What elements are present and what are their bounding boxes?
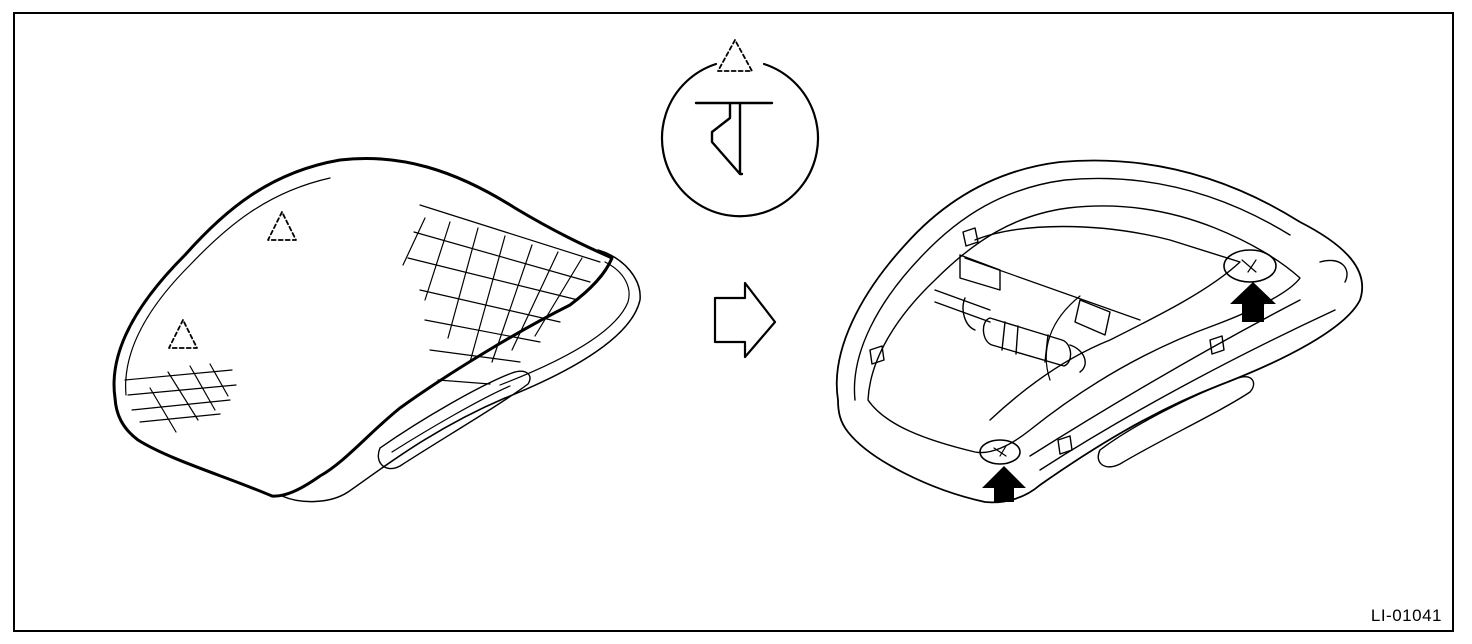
socket-terminal <box>959 254 1111 336</box>
hollow-right-arrow-icon <box>713 281 777 359</box>
figure-id-label: LI-01041 <box>1370 606 1442 625</box>
lens-outline <box>112 156 614 498</box>
lamp-assembly-lens-removed <box>835 159 1363 504</box>
clip-boss <box>1223 249 1277 283</box>
clip-boss-mark <box>1241 259 1257 273</box>
dashed-triangle-icon <box>168 319 198 349</box>
clip-profile <box>694 101 774 176</box>
solid-up-arrow-icon <box>982 466 1026 502</box>
claw-detail-callout <box>660 39 820 218</box>
figure-frame <box>13 12 1454 632</box>
lamp-housing-inner-rim <box>499 261 630 386</box>
lens-crosshatch-small <box>124 363 237 433</box>
lamp-switch-slot-inner <box>391 385 511 453</box>
housing-tab <box>869 227 1225 455</box>
lamp-housing-outline <box>281 249 641 503</box>
solid-up-arrow-icon <box>1230 282 1276 322</box>
clip-boss-mark <box>993 445 1007 457</box>
dashed-triangle-icon <box>717 39 753 72</box>
housing-tray-outline <box>867 205 1301 454</box>
lens-inner-edge <box>125 177 331 396</box>
callout-circle <box>660 62 820 218</box>
housing-inner-rim <box>853 177 1291 401</box>
bulb <box>934 289 1086 373</box>
housing-outer-outline <box>835 159 1363 504</box>
lamp-assembly-with-lens <box>112 156 641 503</box>
dashed-triangle-icon <box>267 211 297 241</box>
housing-switch-slot <box>1097 376 1255 468</box>
lamp-switch-slot <box>377 370 531 470</box>
lens-crosshatch-large <box>402 204 601 385</box>
reflector-plate <box>974 225 1241 421</box>
housing-side-rail <box>1029 259 1348 471</box>
clip-boss <box>979 439 1021 465</box>
